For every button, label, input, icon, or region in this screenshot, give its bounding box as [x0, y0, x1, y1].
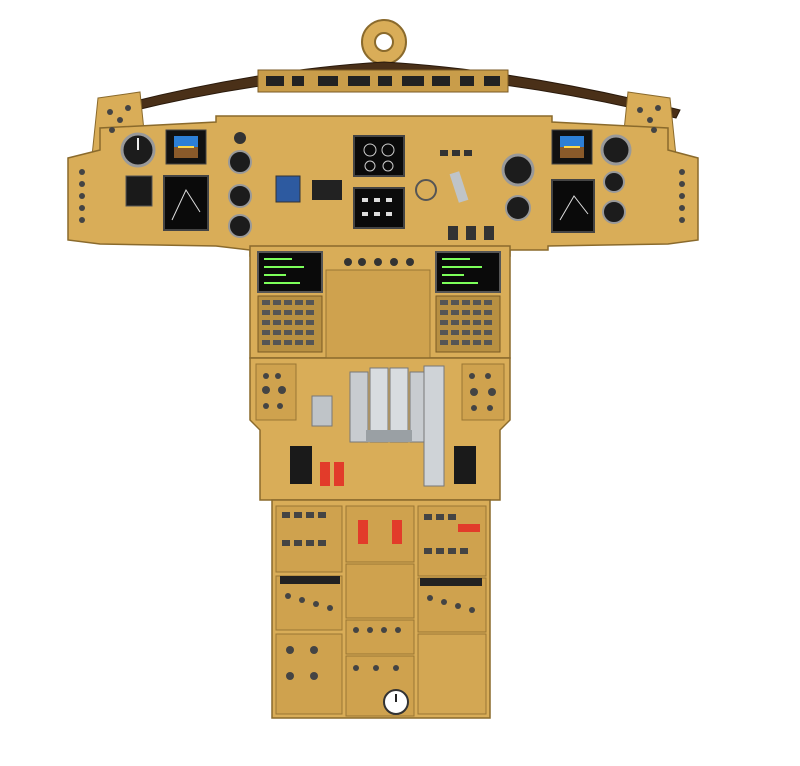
fuel-control-switch-icon: [345, 505, 415, 563]
left-quadrant-panel: [255, 363, 344, 486]
mcp-windows: [266, 76, 500, 86]
main-instrument-panel: [67, 115, 699, 257]
clock-icon: [383, 689, 409, 715]
left-cdu: [257, 251, 323, 353]
right-quadrant-panel: [454, 363, 505, 484]
engine-displays: [312, 135, 494, 240]
aft-pedestal-right: [417, 505, 487, 715]
aft-pedestal-left: [275, 505, 343, 715]
hanging-ring-icon: [361, 19, 407, 65]
center-knobs: [344, 258, 414, 266]
right-cdu: [435, 251, 501, 353]
attitude-indicator-icon: [174, 136, 198, 158]
captain-instruments: [79, 105, 301, 238]
first-officer-instruments: [501, 105, 685, 233]
thrust-lever-icon: [349, 365, 445, 487]
